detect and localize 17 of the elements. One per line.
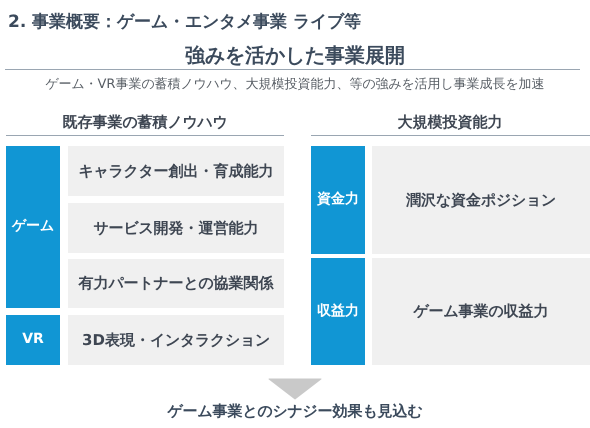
column-heading: 既存事業の蓄積ノウハウ: [62, 112, 228, 133]
arrow: [268, 378, 322, 400]
subtitle-text: ゲーム・VR事業の蓄積ノウハウ、大規模投資能力、等の強みを活用し事業成長を加速: [46, 76, 544, 94]
category-box: 収益力: [311, 258, 365, 365]
item-box: サービス開発・運営能力: [68, 203, 284, 253]
item-box: キャラクター創出・育成能力: [68, 146, 284, 196]
column-heading: 大規模投資能力: [398, 112, 502, 133]
item-box: 3D表現・インタラクション: [68, 315, 284, 365]
item-box: 有力パートナーとの協業関係: [68, 259, 284, 308]
item-box: 潤沢な資金ポジション: [372, 146, 590, 254]
conclusion-text: ゲーム事業とのシナジー効果も見込む: [168, 399, 422, 423]
category-box: 資金力: [311, 146, 365, 254]
section-header: 2. 事業概要：ゲーム・エンタメ事業 ライブ等: [8, 11, 362, 34]
category-box: ゲーム: [6, 146, 60, 308]
item-box: ゲーム事業の収益力: [372, 258, 590, 365]
category-box: VR: [6, 315, 60, 365]
slide-title: 強みを活かした事業展開: [185, 43, 405, 67]
